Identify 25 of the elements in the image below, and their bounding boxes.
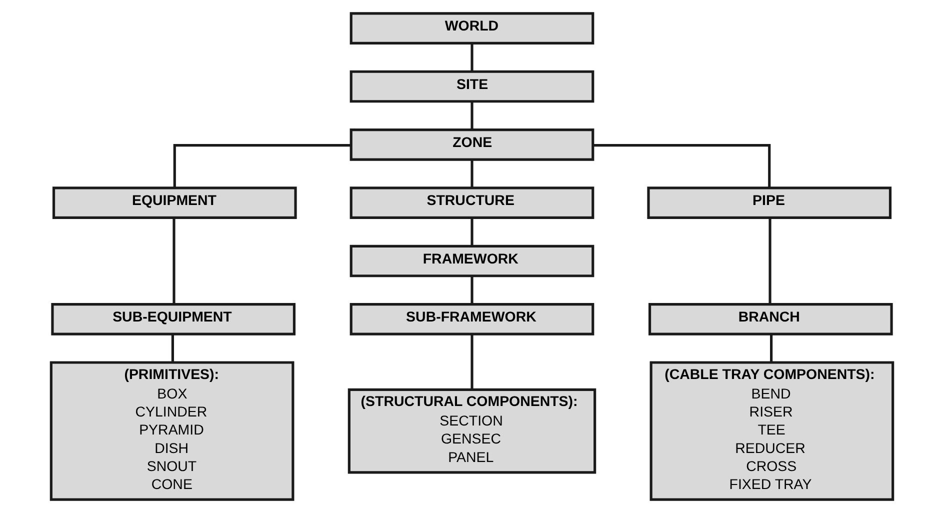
- node-box: STRUCTURE: [349, 186, 594, 219]
- node-box: (PRIMITIVES): BOX CYLINDER PYRAMID DISH SNOUT CONE: [49, 361, 294, 501]
- connector: [470, 334, 473, 390]
- connector: [592, 144, 770, 188]
- connector: [768, 218, 771, 304]
- connector: [470, 276, 473, 304]
- connector: [470, 160, 473, 188]
- connector: [470, 44, 473, 72]
- node-box: SITE: [349, 70, 594, 103]
- node-box: PIPE: [646, 186, 892, 219]
- node-box: ZONE: [349, 128, 594, 161]
- node-box: SUB-FRAMEWORK: [349, 303, 594, 336]
- node-box: EQUIPMENT: [52, 186, 296, 219]
- connector: [170, 334, 174, 362]
- connector: [470, 102, 473, 130]
- connector: [470, 218, 473, 246]
- node-box: WORLD: [349, 12, 594, 44]
- node-box: FRAMEWORK: [349, 244, 594, 278]
- connector: [172, 144, 351, 188]
- node-box: SUB-EQUIPMENT: [50, 303, 296, 336]
- connector: [172, 218, 175, 304]
- connector: [770, 334, 772, 362]
- node-box: (STRUCTURAL COMPONENTS): SECTION GENSEC PANEL: [347, 388, 596, 474]
- node-box: BRANCH: [648, 303, 892, 336]
- node-box: (CABLE TRAY COMPONENTS): BEND RISER TEE REDUCER CROSS FIXED TRAY: [649, 361, 894, 501]
